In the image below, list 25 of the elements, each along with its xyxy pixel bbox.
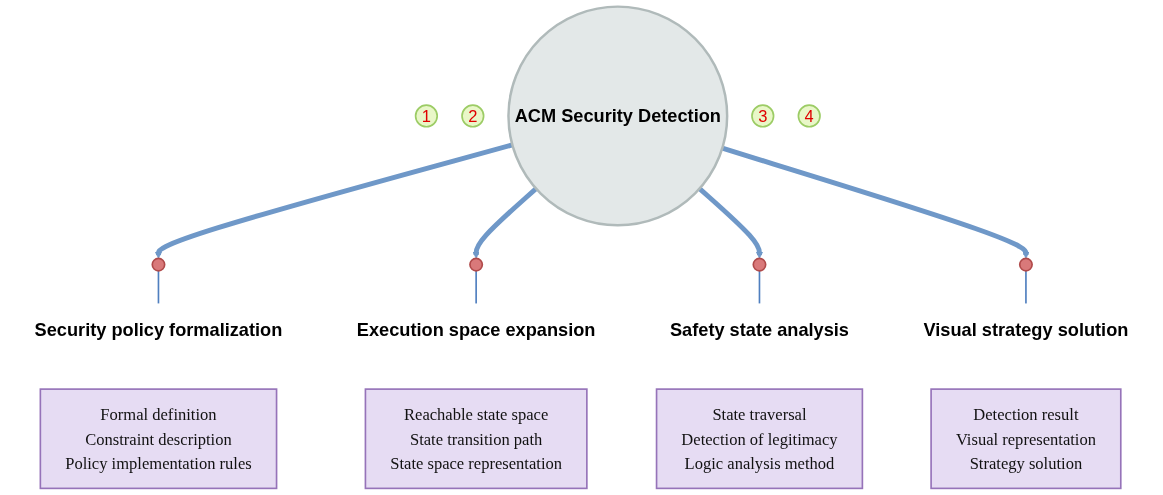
node-text: Security policy formalization (34, 319, 283, 341)
connector (157, 270, 160, 305)
node-box: Detection result Visual representation Strategy solution (930, 388, 1122, 490)
arrow (697, 186, 764, 259)
node-circle: 3 (751, 104, 775, 128)
node-box: Reachable state space State transition path State space representation (364, 388, 588, 490)
node-circle: 4 (797, 104, 821, 128)
node-text: Visual strategy solution (923, 319, 1129, 341)
node-circle (469, 257, 484, 272)
node-circle (752, 257, 767, 272)
node-box: State traversal Detection of legitimacy Logic analysis method (655, 388, 864, 490)
arrow (472, 186, 538, 259)
node-circle: ACM Security Detection (507, 5, 729, 227)
arrow (721, 145, 1030, 259)
node-text: Safety state analysis (669, 319, 849, 341)
node-text: Execution space expansion (356, 319, 596, 341)
node-circle: 1 (414, 104, 439, 128)
connector (758, 270, 761, 305)
connector (1025, 270, 1027, 305)
arrow (154, 142, 513, 259)
connector (475, 270, 477, 305)
node-circle (1018, 257, 1033, 272)
node-circle (151, 257, 166, 272)
node-box: Formal definition Constraint description Policy implementation rules (39, 388, 278, 490)
node-circle: 2 (461, 104, 485, 128)
